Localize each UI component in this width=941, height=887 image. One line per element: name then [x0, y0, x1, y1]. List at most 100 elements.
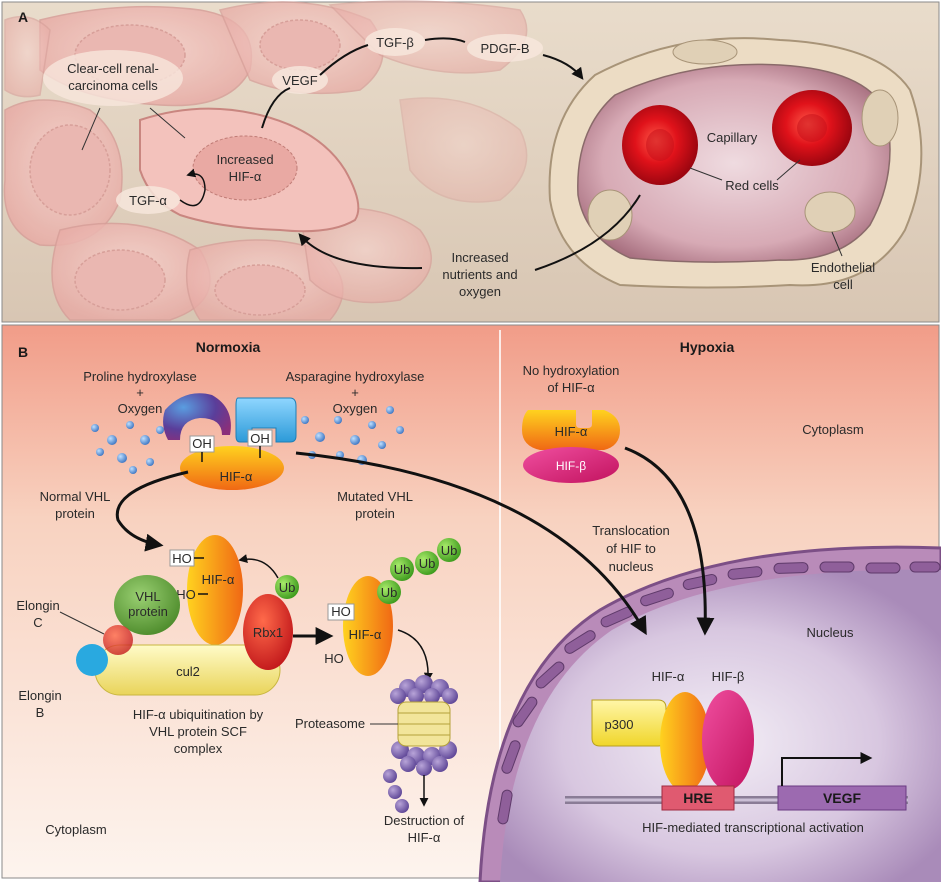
label-hif-mediated: HIF-mediated transcriptional activation [642, 820, 864, 835]
hre-element [661, 785, 735, 811]
ubiquitinated-hif-alpha [343, 576, 393, 676]
panel-b-letter: B [18, 344, 28, 360]
hif-alpha-complex [187, 535, 243, 645]
oh-label-1: OH [192, 436, 212, 451]
cul2-label: cul2 [176, 664, 200, 679]
ub-label-3: Ub [394, 562, 411, 577]
elongin-b [76, 644, 108, 676]
hif-alpha-nucleus [660, 692, 710, 792]
pdgf-path [424, 37, 466, 43]
nutrients-arrow [298, 233, 423, 270]
proteasome [383, 675, 458, 813]
vegf-path [261, 87, 291, 129]
tgf-beta-path [319, 44, 369, 76]
ub-transfer-arrow [238, 554, 279, 579]
ub-on-rbx1 [275, 575, 299, 599]
ho-label-4: HO [324, 651, 344, 666]
label-cytoplasm-hypoxia: Cytoplasm [802, 422, 863, 437]
central-nucleus [192, 135, 298, 201]
svg-text:Clear-cell renal-carcinoma cel: Clear-cell renal-carcinoma cells [67, 61, 159, 93]
oh-label-2: OH [250, 431, 270, 446]
rbx1-label: Rbx1 [253, 625, 283, 640]
vegf-gene-label: VEGF [823, 790, 862, 806]
ho-label-1: HO [172, 551, 192, 566]
tgf-alpha-loop-arrow [179, 168, 206, 207]
label-cytoplasm-normoxia: Cytoplasm [45, 822, 106, 837]
normal-vhl-arrow [115, 470, 189, 552]
translocation-arrow [624, 446, 715, 636]
endothelial-pointer [831, 231, 843, 257]
hif-beta-label-1: HIF-β [556, 459, 586, 473]
ho-box-3 [327, 603, 355, 621]
hif-alpha-label-2: HIF-α [202, 572, 235, 587]
rcc-pointer-1 [81, 107, 101, 151]
svg-text:TGF-β: TGF-β [376, 35, 414, 50]
vegf-gene [777, 785, 907, 811]
to-proteasome-arrow [397, 629, 433, 682]
label-nucleus: Nucleus [807, 625, 854, 640]
hif-alpha-hypoxia [522, 410, 620, 450]
ho-label-2: HO [176, 587, 196, 602]
rcc-pointer-2 [149, 107, 186, 139]
hre-label: HRE [683, 790, 713, 806]
red-cells-pointer-2 [776, 159, 801, 181]
ub-chain [377, 538, 461, 604]
label-tgf-beta: TGF-β [365, 28, 425, 56]
ub-label-5: Ub [441, 543, 458, 558]
label-pdgf-b: PDGF-B [467, 34, 543, 62]
heading-normoxia: Normoxia [196, 339, 261, 355]
hif-beta-nucleus [702, 690, 754, 790]
svg-text:VEGF: VEGF [282, 73, 317, 88]
proline-hydroxylase-enzyme [163, 393, 231, 440]
label-rcc-cells: Clear-cell renal-carcinoma cells [43, 50, 183, 106]
label-asparagine-hydroxylase: Asparagine hydroxylase+Oxygen [286, 369, 425, 416]
heading-hypoxia: Hypoxia [680, 339, 735, 355]
label-proteasome: Proteasome [295, 716, 365, 731]
hif-alpha-label-3: HIF-α [349, 627, 382, 642]
hif-alpha-label-4: HIF-α [555, 424, 588, 439]
ho-label-3: HO [331, 604, 351, 619]
red-cells-pointer-1 [689, 167, 723, 181]
label-red-cells: Red cells [725, 178, 779, 193]
capillary [548, 37, 923, 289]
hif-alpha-label-1: HIF-α [220, 469, 253, 484]
svg-text:TGF-α: TGF-α [129, 193, 167, 208]
elongin-c-pointer [59, 611, 105, 635]
hif-alpha-label-5: HIF-α [652, 669, 685, 684]
ub-label-2: Ub [381, 585, 398, 600]
label-tgf-alpha: TGF-α [116, 186, 180, 214]
oxygen-molecules [91, 406, 404, 474]
elongin-c [103, 625, 133, 655]
mutated-vhl-arrow [295, 451, 647, 636]
ub-label-1: Ub [279, 580, 296, 595]
label-vegf-a: VEGF [272, 66, 328, 94]
panel-a-letter: A [18, 9, 28, 25]
label-capillary: Capillary [707, 130, 758, 145]
nutrients-path [534, 194, 641, 271]
svg-text:PDGF-B: PDGF-B [480, 41, 529, 56]
hif-beta-label-2: HIF-β [712, 669, 745, 684]
rbx1-protein [243, 594, 293, 670]
hif-beta-hypoxia [523, 447, 619, 483]
label-proline-hydroxylase: Proline hydroxylase+Oxygen [83, 369, 196, 416]
vhl-protein [114, 575, 180, 635]
hif-alpha-normoxia [180, 446, 284, 490]
p300-label: p300 [605, 717, 634, 732]
transcription-start-arrow [781, 752, 873, 786]
to-capillary-arrow [542, 54, 584, 80]
ub-label-4: Ub [419, 556, 436, 571]
